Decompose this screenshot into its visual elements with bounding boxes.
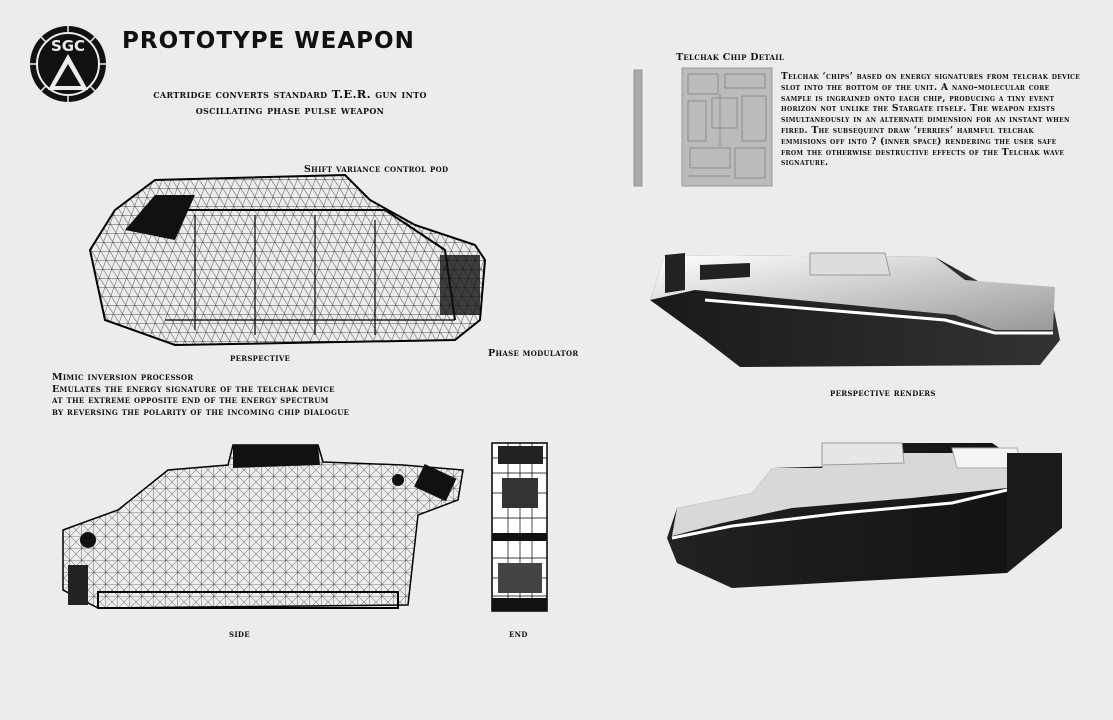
telchak-note: Telchak ‘chips’ based on energy signatur… [781, 71, 1081, 169]
subtitle: cartridge converts standard T.E.R. gun i… [153, 87, 427, 117]
side-wireframe [62, 444, 464, 609]
chip-detail-diagram [633, 67, 773, 187]
label-end: end [509, 629, 528, 640]
label-side: side [229, 629, 250, 640]
perspective-wireframe [88, 173, 487, 347]
label-chip-detail: Telchak Chip Detail [676, 52, 785, 63]
render-top [650, 252, 1060, 367]
render-bottom [667, 442, 1062, 588]
label-phase-modulator: Phase modulator [488, 348, 579, 359]
label-perspective: perspective [230, 353, 291, 364]
logo-text: SGC [51, 37, 85, 55]
label-perspective-renders: perspective renders [830, 388, 936, 399]
label-shift-pod: Shift variance control pod [304, 164, 449, 175]
sgc-logo: SGC [30, 26, 106, 102]
mimic-note: Mimic inversion processor Emulates the e… [52, 372, 350, 418]
page-title: PROTOTYPE WEAPON [122, 28, 415, 54]
end-wireframe [491, 442, 548, 612]
